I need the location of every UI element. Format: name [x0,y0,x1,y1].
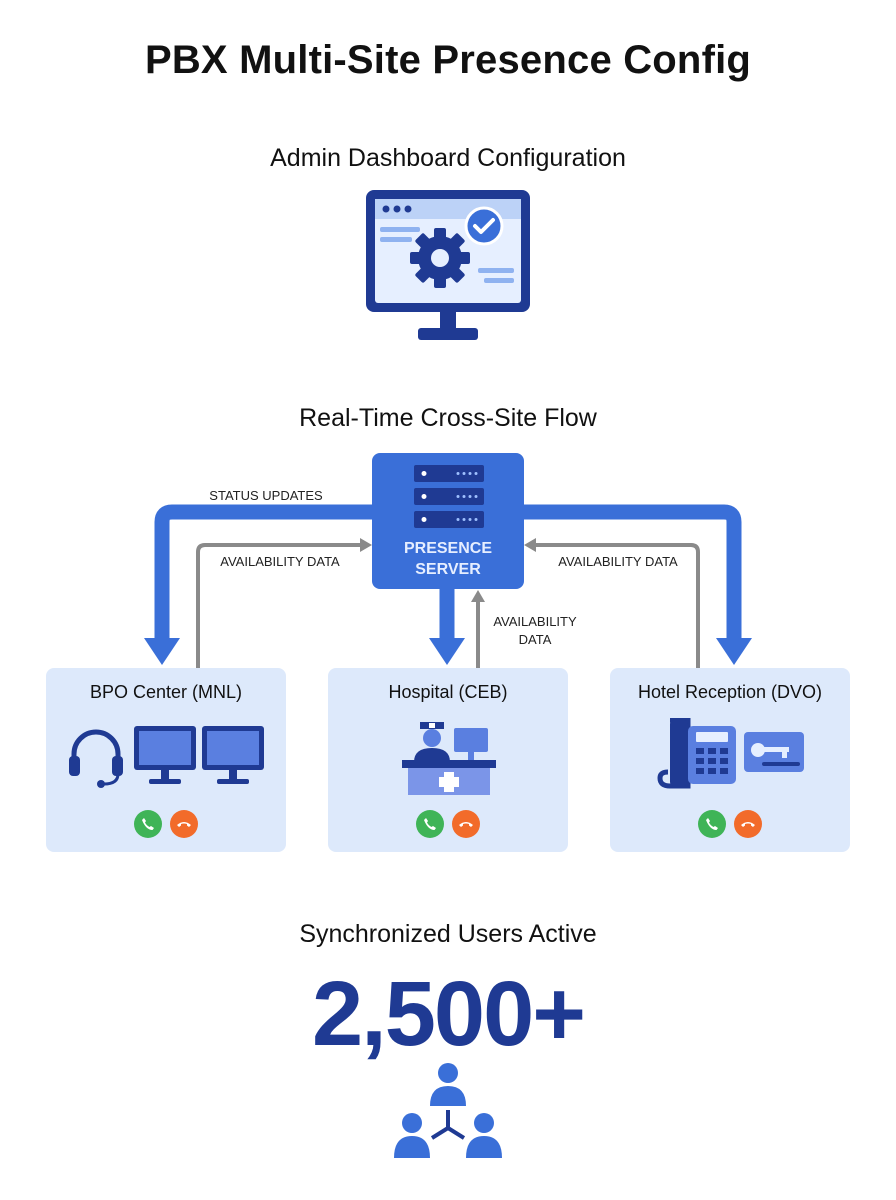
monitor-gear-check-icon [366,190,530,340]
flow-heading: Real-Time Cross-Site Flow [299,404,597,432]
users-heading: Synchronized Users Active [299,920,597,948]
availability-label-left: AVAILABILITY DATA [220,554,340,569]
hotel-icons [657,718,804,789]
availability-label-center-2: DATA [519,632,552,647]
status-updates-label: STATUS UPDATES [209,488,323,503]
monitor-icon [202,726,264,784]
bpo-icons [69,726,264,788]
user-network-icon [394,1063,502,1158]
site-card-hotel: Hotel Reception (DVO) [610,668,850,852]
desk-phone-icon [657,718,736,789]
decline-call-icon[interactable] [734,810,763,838]
server-label-line1: PRESENCE [404,540,492,557]
decline-call-icon[interactable] [170,810,199,838]
accept-call-icon[interactable] [697,810,726,838]
call-buttons-hospital [328,810,568,838]
availability-label-right: AVAILABILITY DATA [558,554,678,569]
site-title-hotel: Hotel Reception (DVO) [637,682,823,702]
availability-arrow-left [196,543,362,668]
page-title: PBX Multi-Site Presence Config [144,38,752,82]
availability-label-center-1: AVAILABILITY [493,614,577,629]
availability-arrowhead-left [360,538,372,552]
status-arrowhead-right [716,638,752,665]
site-title-hospital: Hospital (CEB) [388,682,508,702]
admin-dashboard-heading: Admin Dashboard Configuration [270,144,626,172]
headset-icon [69,729,123,788]
server-label-line2: SERVER [415,561,481,578]
decline-call-icon[interactable] [452,810,481,838]
key-card-icon [744,732,804,772]
status-arrow-right [524,504,742,640]
status-arrow-left [154,504,372,640]
nurse-desk-icon [402,722,496,795]
server-rack-icon [414,465,484,528]
monitor-icon [134,726,196,784]
availability-arrowhead-right [524,538,536,552]
site-card-hospital: Hospital (CEB) [328,668,568,852]
site-title-bpo: BPO Center (MNL) [89,682,243,702]
accept-call-icon[interactable] [133,810,162,838]
flow-diagram: PRESENCE SERVER STATUS UPDATES AVAILABIL… [144,453,752,668]
site-card-bpo: BPO Center (MNL) [46,668,286,852]
users-count: 2,500+ [312,963,586,1065]
call-buttons-bpo [46,810,286,838]
status-arrowhead-center [429,638,465,665]
availability-arrow-right [534,543,700,668]
accept-call-icon[interactable] [415,810,444,838]
status-arrowhead-left [144,638,180,665]
call-buttons-hotel [610,810,850,838]
availability-arrowhead-center [471,590,485,602]
